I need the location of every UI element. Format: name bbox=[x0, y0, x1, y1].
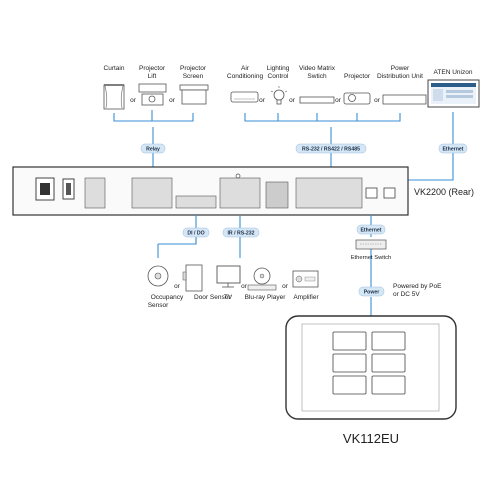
amplifier-device: Amplifier bbox=[292, 270, 319, 301]
air-conditioner-icon bbox=[230, 91, 259, 103]
svg-text:Ethernet: Ethernet bbox=[360, 228, 381, 234]
air-conditioning-label-1: Air bbox=[241, 65, 250, 72]
projector-screen-label-1: Projector bbox=[180, 65, 207, 72]
di-do-terminals bbox=[175, 195, 217, 209]
switch-icon bbox=[355, 239, 387, 250]
door-sensor-icon bbox=[182, 264, 203, 292]
door-sensor-device: Door Sensor bbox=[182, 264, 231, 301]
video-matrix-switch-device: Video Matrix Swtich bbox=[299, 65, 336, 104]
or-label: or bbox=[174, 283, 181, 290]
svg-text:Power: Power bbox=[364, 290, 380, 296]
projector-screen-device: Projector Screen bbox=[179, 65, 209, 105]
lighting-control-device: Lighting Control bbox=[267, 65, 290, 105]
occupancy-label-1: Occupancy bbox=[151, 294, 184, 301]
projector-label: Projector bbox=[344, 73, 371, 80]
video-matrix-label-2: Swtich bbox=[307, 73, 327, 80]
monitor-icon bbox=[427, 79, 480, 108]
powered-note-1: Powered by PoE bbox=[393, 283, 442, 290]
projector-lift-icon bbox=[138, 83, 167, 106]
ethernet-mid-badge: Ethernet bbox=[356, 224, 386, 235]
occupancy-sensor-icon bbox=[147, 265, 169, 287]
tv-device: TV bbox=[216, 265, 241, 301]
curtain-device: Curtain bbox=[103, 65, 125, 110]
occupancy-sensor-device: Occupancy Sensor bbox=[147, 265, 184, 309]
power-distribution-unit-device: Power Distribution Unit bbox=[377, 65, 427, 105]
controller-label: VK2200 (Rear) bbox=[414, 187, 474, 197]
video-matrix-label-1: Video Matrix bbox=[299, 65, 336, 72]
occupancy-label-2: Sensor bbox=[148, 302, 169, 309]
svg-text:Ethernet: Ethernet bbox=[442, 147, 463, 153]
projector-lift-label-1: Projector bbox=[139, 65, 166, 72]
ethernet-top-badge: Ethernet bbox=[438, 143, 468, 154]
serial-ports bbox=[265, 177, 363, 209]
ethernet-switch-device: Ethernet Switch bbox=[351, 239, 392, 261]
amplifier-label: Amplifier bbox=[293, 294, 319, 301]
amplifier-icon bbox=[292, 270, 319, 288]
curtain-label: Curtain bbox=[104, 65, 125, 72]
power-switch-icon bbox=[62, 178, 75, 200]
power-badge: Power bbox=[358, 286, 385, 297]
svg-text:RS-232 / RS422 / RS485: RS-232 / RS422 / RS485 bbox=[302, 147, 360, 153]
bluray-device: Blu-ray Player bbox=[245, 267, 287, 301]
vk112eu-panel: VK112EU bbox=[285, 315, 457, 446]
projector-lift-label-2: Lift bbox=[148, 73, 157, 80]
aten-unizon-device: ATEN Unizon bbox=[427, 69, 480, 108]
tv-label: TV bbox=[224, 294, 233, 301]
panel-label: VK112EU bbox=[343, 431, 399, 446]
keypad-buttons bbox=[332, 331, 406, 395]
or-label: or bbox=[130, 97, 137, 104]
or-label: or bbox=[169, 97, 176, 104]
projector-screen-icon bbox=[179, 84, 209, 105]
or-label: or bbox=[259, 97, 266, 104]
projector-device: Projector bbox=[343, 73, 371, 105]
air-conditioning-label-2: Conditioning bbox=[227, 73, 264, 80]
or-label: or bbox=[282, 283, 289, 290]
or-label: or bbox=[374, 97, 381, 104]
disc-icon bbox=[247, 267, 277, 291]
ethernet-switch-label: Ethernet Switch bbox=[351, 255, 392, 261]
pdu-label-1: Power bbox=[391, 65, 410, 72]
or-label: or bbox=[241, 283, 248, 290]
screw-icon bbox=[235, 173, 241, 179]
svg-text:IR / RS-232: IR / RS-232 bbox=[227, 231, 254, 237]
svg-text:DI / DO: DI / DO bbox=[187, 231, 204, 237]
lighting-control-label-1: Lighting bbox=[267, 65, 290, 72]
door-sensor-label: Door Sensor bbox=[194, 294, 231, 301]
pdu-label-2: Distribution Unit bbox=[377, 73, 423, 80]
air-conditioning-device: Air Conditioning bbox=[227, 65, 264, 103]
powered-note-2: or DC 5V bbox=[393, 291, 420, 298]
or-label: or bbox=[289, 97, 296, 104]
projector-screen-label-2: Screen bbox=[183, 73, 204, 80]
curtain-icon bbox=[103, 84, 125, 110]
vk2200-controller: VK2200 (Rear) bbox=[12, 166, 474, 216]
pdu-icon bbox=[382, 94, 427, 105]
tv-icon bbox=[216, 265, 241, 288]
ir-terminals bbox=[219, 177, 261, 209]
relay-terminals bbox=[131, 177, 173, 209]
ir-rs232-badge: IR / RS-232 bbox=[222, 227, 260, 238]
projector-icon bbox=[343, 92, 371, 105]
lightbulb-icon bbox=[270, 86, 288, 105]
projector-lift-device: Projector Lift bbox=[138, 65, 167, 106]
aten-unizon-label: ATEN Unizon bbox=[434, 69, 473, 76]
video-matrix-icon bbox=[299, 96, 335, 104]
rs-badge: RS-232 / RS422 / RS485 bbox=[295, 143, 367, 154]
or-label: or bbox=[335, 97, 342, 104]
relay-badge: Relay bbox=[140, 143, 166, 154]
lighting-control-label-2: Control bbox=[268, 73, 290, 80]
di-do-badge: DI / DO bbox=[182, 227, 210, 238]
power-socket-icon bbox=[35, 177, 55, 201]
svg-text:Relay: Relay bbox=[146, 147, 160, 153]
terminal-block-1 bbox=[84, 177, 106, 209]
bluray-label: Blu-ray Player bbox=[245, 294, 287, 301]
ethernet-ports bbox=[365, 187, 396, 199]
